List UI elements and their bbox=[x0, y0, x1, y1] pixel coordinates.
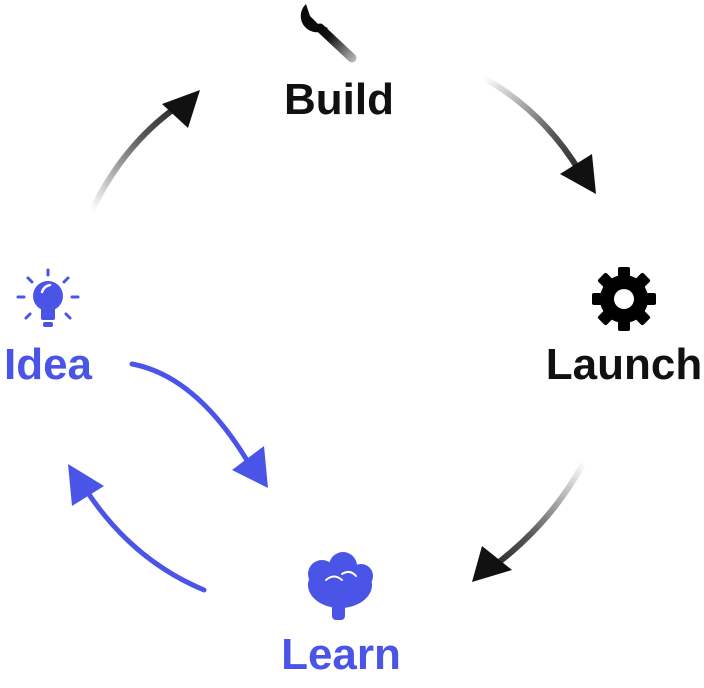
build-label: Build bbox=[284, 75, 394, 124]
arrow-build-to-launch bbox=[481, 75, 596, 194]
idea-node: Idea bbox=[4, 268, 93, 389]
arrow-idea-to-learn bbox=[129, 361, 268, 488]
brain-icon bbox=[308, 552, 373, 620]
arrow-learn-to-idea bbox=[68, 464, 207, 593]
idea-label: Idea bbox=[4, 340, 93, 389]
learn-node: Learn bbox=[281, 552, 401, 679]
gear-icon bbox=[592, 267, 656, 331]
learn-label: Learn bbox=[281, 630, 401, 679]
wrench-icon bbox=[300, 4, 357, 63]
arrow-idea-to-build bbox=[89, 90, 200, 213]
arrow-launch-to-learn bbox=[472, 459, 587, 582]
lightbulb-icon bbox=[16, 268, 80, 327]
launch-node: Launch bbox=[546, 267, 702, 389]
build-node: Build bbox=[284, 4, 394, 124]
launch-label: Launch bbox=[546, 340, 702, 389]
